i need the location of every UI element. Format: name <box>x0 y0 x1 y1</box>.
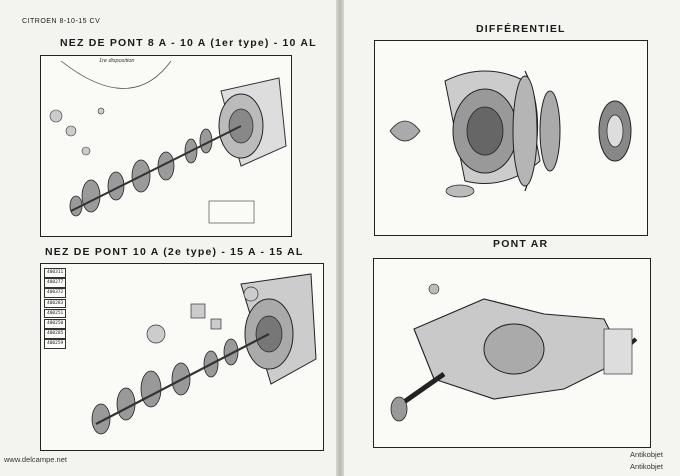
diagram-frame-differentiel <box>374 40 648 236</box>
diagram-frame-nez-de-pont-2: 400311 400277 400372 400283 400251 40025… <box>40 263 324 451</box>
exploded-diagram-axle-nose-1 <box>49 60 287 224</box>
part-number-list: 400311 400277 400372 400283 400251 40025… <box>44 268 67 350</box>
part-number: 400311 <box>44 268 67 278</box>
watermark-antikobjet-1: Antikobjet <box>630 450 663 459</box>
part-number: 400283 <box>44 298 67 309</box>
disposition-label: 1re disposition <box>99 58 135 64</box>
part-number: 400372 <box>44 288 67 298</box>
part-number: 400251 <box>44 308 67 319</box>
part-number: 400285 <box>44 329 67 339</box>
exploded-diagram-axle-nose-2 <box>91 273 317 435</box>
title-differentiel: DIFFÉRENTIEL <box>476 23 566 35</box>
diagram-frame-pont-ar <box>373 258 651 448</box>
exploded-diagram-rear-axle <box>390 283 638 422</box>
title-nez-de-pont-2: NEZ DE PONT 10 A (2e type) - 15 A - 15 A… <box>45 246 304 258</box>
watermark-delcampe: www.delcampe.net <box>4 455 67 464</box>
title-pont-ar: PONT AR <box>493 238 549 250</box>
title-nez-de-pont-1: NEZ DE PONT 8 A - 10 A (1er type) - 10 A… <box>60 37 317 49</box>
part-number: 400259 <box>44 339 67 349</box>
book-gutter <box>336 0 344 476</box>
diagram-frame-nez-de-pont-1: 1re disposition <box>40 55 292 237</box>
running-title: CITROEN 8-10-15 CV <box>22 18 101 25</box>
exploded-diagram-differential <box>389 70 632 198</box>
part-number: 400277 <box>44 278 67 288</box>
watermark-antikobjet-2: Antikobjet <box>630 462 663 471</box>
part-number: 400250 <box>44 318 67 329</box>
